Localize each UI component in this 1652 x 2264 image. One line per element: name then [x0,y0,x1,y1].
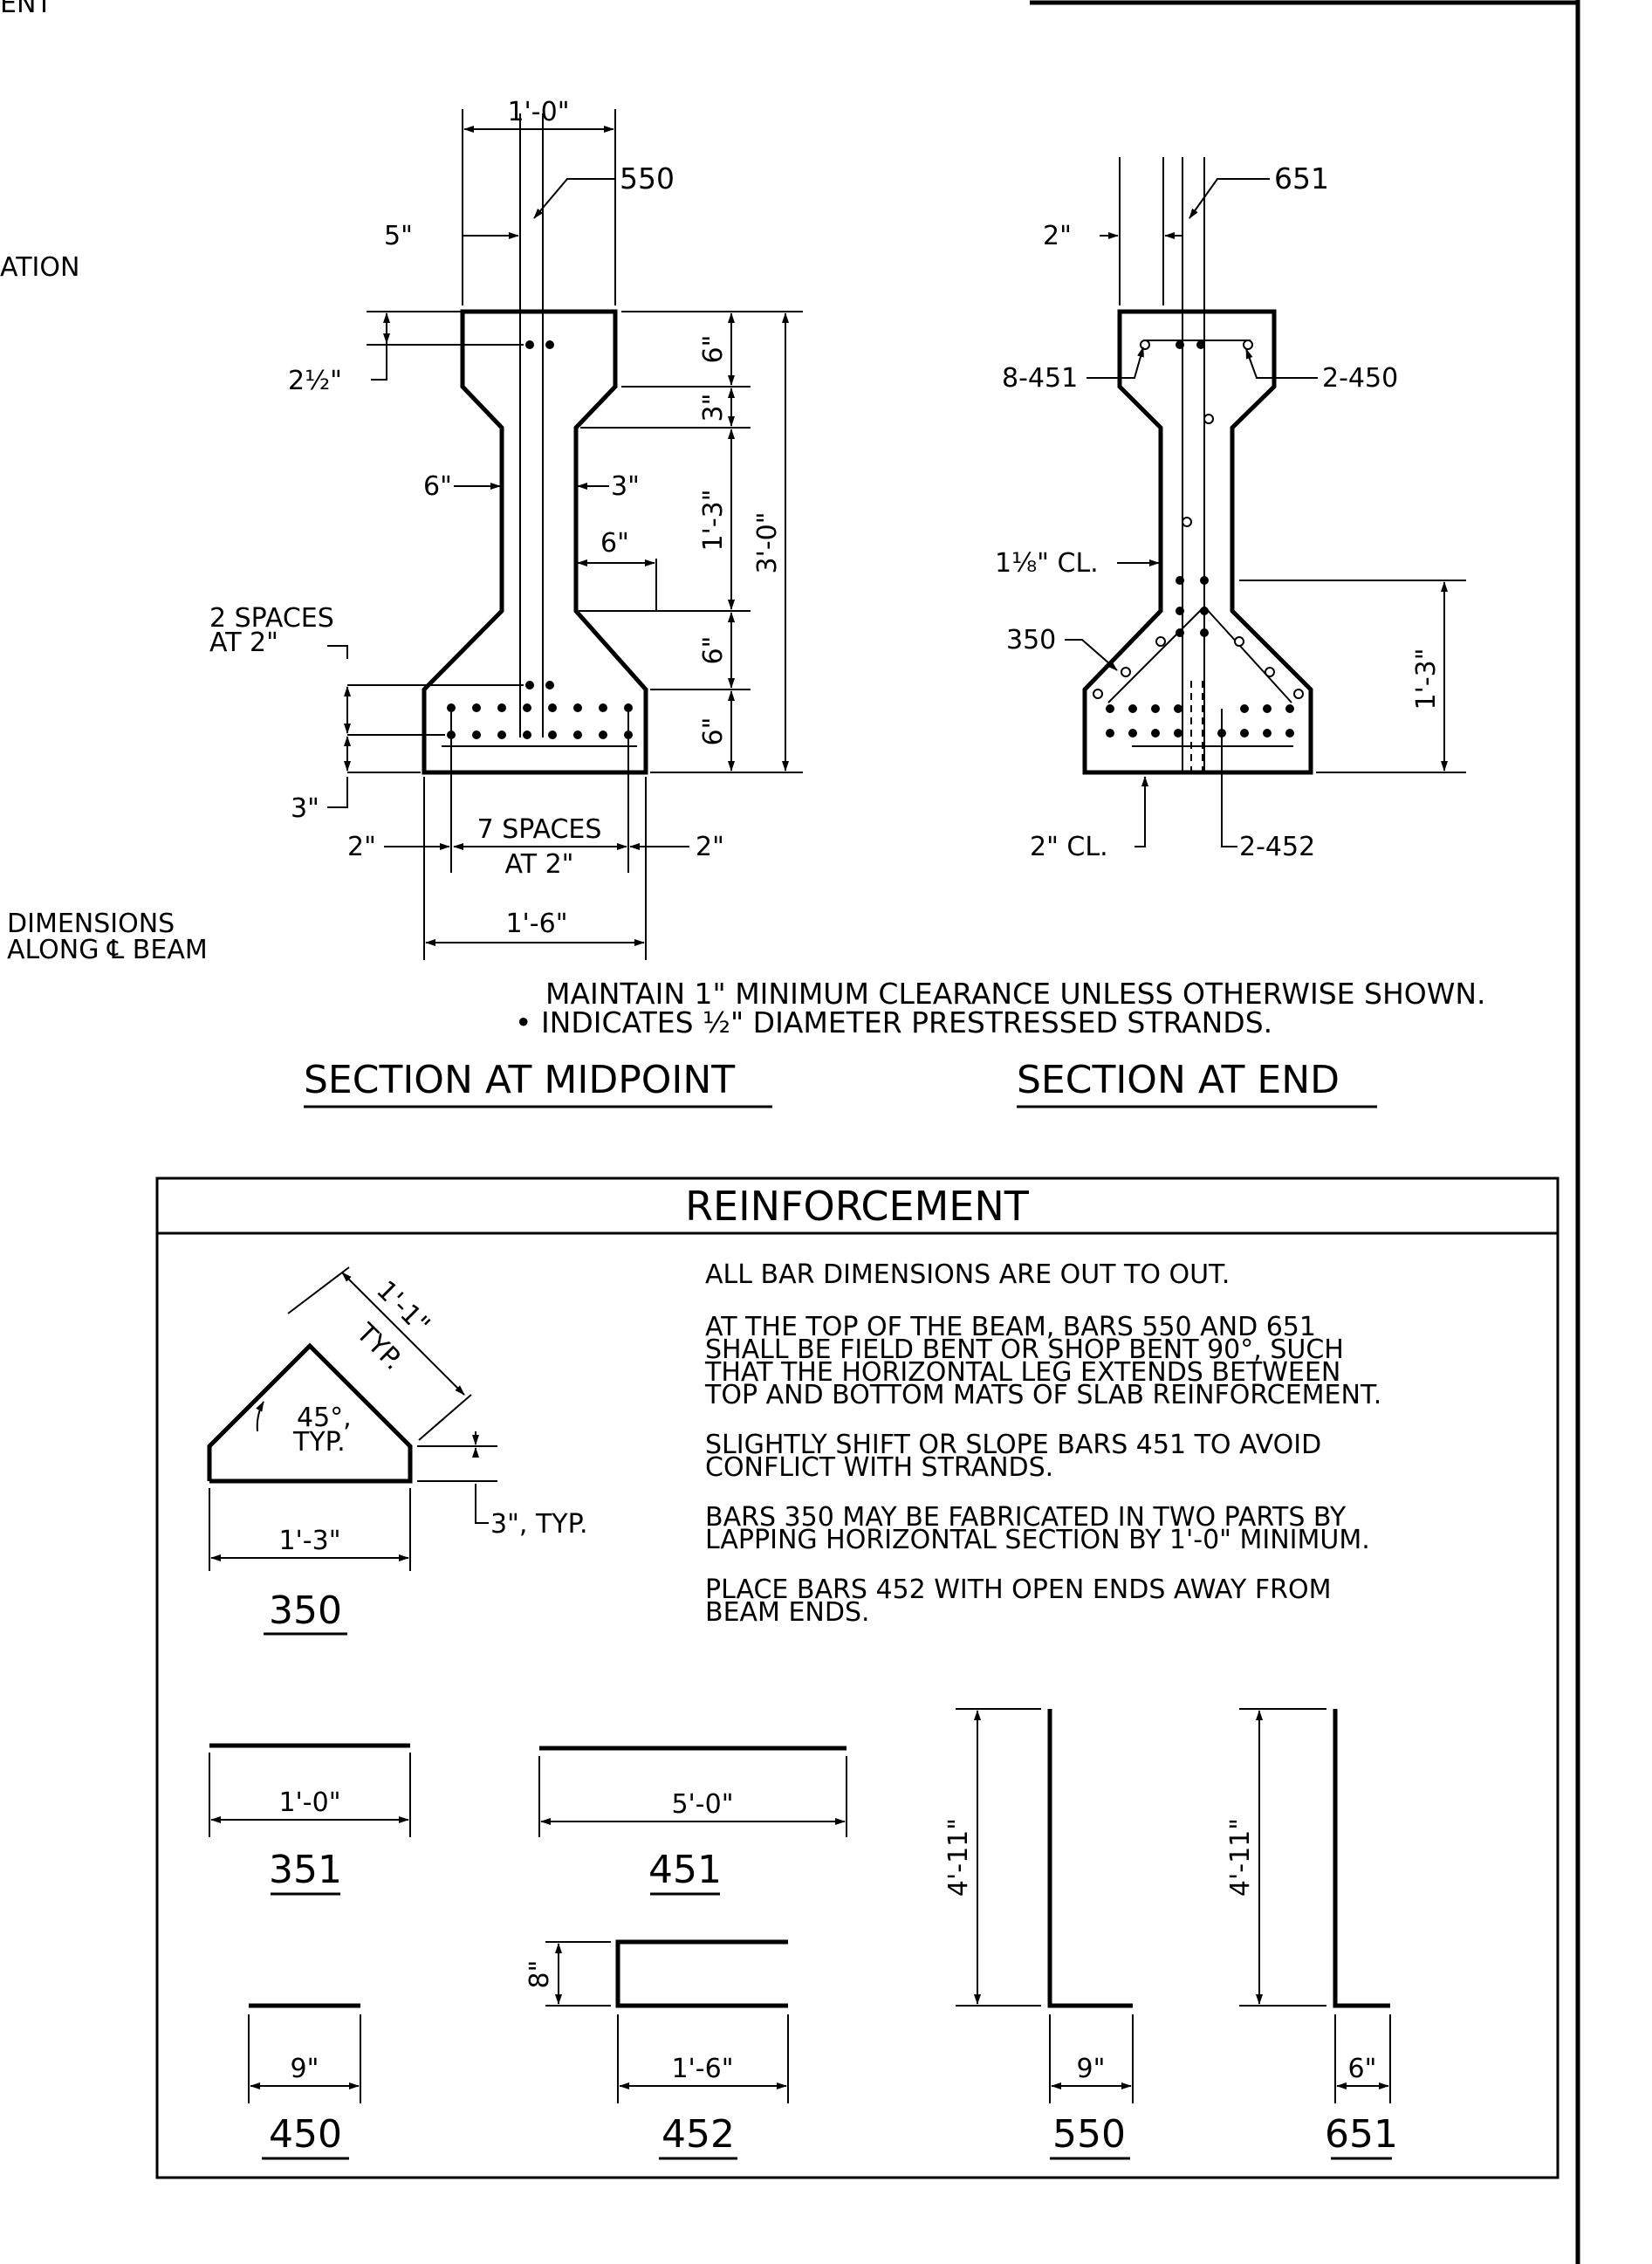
dim-d1-3: 1'-3" [698,489,729,551]
dim-web-6: 6" [423,471,452,502]
title-section-end: SECTION AT END [1017,1058,1340,1102]
dim-top-width: 1'-0" [507,97,569,127]
dim-d6-mid: 6" [698,636,729,665]
bar-451-detail: 5'-0" 451 [538,1746,847,1896]
bar-550-detail: 4'-11" 9" 550 [943,1708,1134,2160]
dim-end-d1-3: 1'-3" [1411,648,1442,710]
svg-text:ALL BAR DIMENSIONS ARE OUT TO: ALL BAR DIMENSIONS ARE OUT TO OUT. [705,1259,1230,1290]
dim-d6-top: 6" [698,335,729,364]
bar-mark-550: 550 [1052,2112,1126,2157]
dim-cover-2-5: 2½" [288,366,342,396]
margin-fragment-mid: ATION [0,252,79,283]
midpoint-beam-outline [422,309,648,775]
note-line1: MAINTAIN 1" MINIMUM CLEARANCE UNLESS OTH… [545,977,1486,1011]
svg-text:BARS 350 MAY BE FABRICATED IN: BARS 350 MAY BE FABRICATED IN TWO PARTS … [705,1502,1347,1533]
label-bars-8-451: 8-451 [1002,363,1078,394]
svg-text:TYP.: TYP. [292,1427,346,1458]
svg-text:4'-11": 4'-11" [943,1818,974,1897]
reinforcement-notes: ALL BAR DIMENSIONS ARE OUT TO OUT. AT TH… [704,1259,1381,1628]
reinforcement-table: REINFORCEMENT ALL BAR DIMENSIONS ARE OUT… [155,1177,1559,2179]
label-bar-550: 550 [620,161,675,196]
svg-text:1'-0": 1'-0" [278,1787,340,1818]
reinforcement-title: REINFORCEMENT [685,1183,1030,1230]
dim-right-2: 2" [696,832,724,862]
bar-mark-451: 451 [648,1848,722,1892]
dim-d3: 3" [698,394,729,422]
label-clear-1-1-8: 1⅛" CL. [995,548,1099,579]
svg-text:TOP AND BOTTOM MATS OF SLAB RE: TOP AND BOTTOM MATS OF SLAB REINFORCEMEN… [704,1380,1381,1410]
svg-text:9": 9" [291,2054,319,2084]
bar-mark-351: 351 [269,1848,342,1892]
dim-spaces7-line2: AT 2" [505,849,574,880]
end-beam-outline [1082,309,1313,775]
bar-350-detail: 1'-1" TYP. 45°, TYP. 3", TYP. 1'-3" 350 [207,1266,588,1636]
dim-spaces2-line2: AT 2" [209,628,278,658]
svg-text:CONFLICT WITH STRANDS.: CONFLICT WITH STRANDS. [705,1452,1053,1483]
dim-web-3: 3" [611,471,640,502]
svg-text:1'-6": 1'-6" [671,2054,733,2084]
bar-mark-452: 452 [661,2112,735,2157]
bar-351-detail: 1'-0" 351 [209,1743,411,1896]
svg-text:SLIGHTLY SHIFT OR SLOPE BARS 4: SLIGHTLY SHIFT OR SLOPE BARS 451 TO AVOI… [705,1430,1321,1460]
midpoint-strands [447,681,633,739]
label-bar-651: 651 [1274,161,1329,196]
svg-text:SHALL BE FIELD BENT OR SHOP BE: SHALL BE FIELD BENT OR SHOP BENT 90°, SU… [705,1334,1344,1365]
title-section-midpoint: SECTION AT MIDPOINT [304,1058,735,1102]
dim-bottom-width: 1'-6" [505,909,567,939]
svg-text:1'-3": 1'-3" [278,1526,340,1556]
margin-fragment-top: ENT [0,0,52,19]
svg-text:6": 6" [1348,2054,1377,2084]
dim-d3-0: 3'-0" [752,511,783,573]
bar-mark-450: 450 [269,2112,342,2157]
svg-text:THAT THE HORIZONTAL LEG EXTEND: THAT THE HORIZONTAL LEG EXTENDS BETWEEN [704,1357,1340,1388]
dim-offset-5: 5" [384,221,413,251]
svg-text:4'-11": 4'-11" [1225,1818,1256,1897]
dim-spaces2-line1: 2 SPACES [209,603,334,634]
dim-end-offset-2: 2" [1043,221,1072,251]
section-at-midpoint: 1'-0" 550 5" 2½" 6" 3" 1'-3" 3'-0" 6" 6" [209,97,803,960]
svg-text:PLACE BARS 452 WITH OPEN ENDS: PLACE BARS 452 WITH OPEN ENDS AWAY FROM [705,1575,1331,1605]
svg-text:BEAM ENDS.: BEAM ENDS. [705,1597,870,1628]
bar-452-detail: 8" 1'-6" 452 [524,1939,789,2160]
label-bars-2-452: 2-452 [1239,832,1315,862]
svg-text:3", TYP.: 3", TYP. [490,1509,588,1540]
svg-text:45°,: 45°, [297,1403,352,1433]
margin-dimensions-line1: DIMENSIONS [7,909,175,939]
margin-dimensions-line2: ALONG ℄ BEAM [7,935,208,965]
label-bar-350: 350 [1006,625,1056,655]
svg-text:AT THE TOP OF THE BEAM, BARS 5: AT THE TOP OF THE BEAM, BARS 550 AND 651 [705,1312,1316,1342]
note-line2: • INDICATES ½" DIAMETER PRESTRESSED STRA… [515,1005,1272,1039]
dim-spaces7-line1: 7 SPACES [477,814,602,845]
svg-text:5'-0": 5'-0" [671,1789,733,1820]
dim-left-2: 2" [347,832,376,862]
label-clear-2: 2" CL. [1030,832,1108,862]
bar-mark-350: 350 [269,1588,342,1633]
svg-text:9": 9" [1077,2054,1106,2084]
dim-d6-bot: 6" [698,717,729,746]
dim-chamfer-6: 6" [600,528,629,559]
svg-text:LAPPING HORIZONTAL SECTION BY: LAPPING HORIZONTAL SECTION BY 1'-0" MINI… [705,1525,1370,1555]
bar-450-detail: 9" 450 [248,2003,361,2160]
bar-651-detail: 4'-11" 6" 651 [1225,1708,1398,2160]
label-bars-2-450: 2-450 [1322,363,1398,394]
dim-bottom-3: 3" [291,793,319,824]
bar-mark-651: 651 [1325,2112,1398,2157]
section-at-end: 651 2" 8-451 2-450 1⅛" CL. 350 1'-3" 2" … [995,157,1466,862]
svg-text:8": 8" [524,1960,555,1989]
